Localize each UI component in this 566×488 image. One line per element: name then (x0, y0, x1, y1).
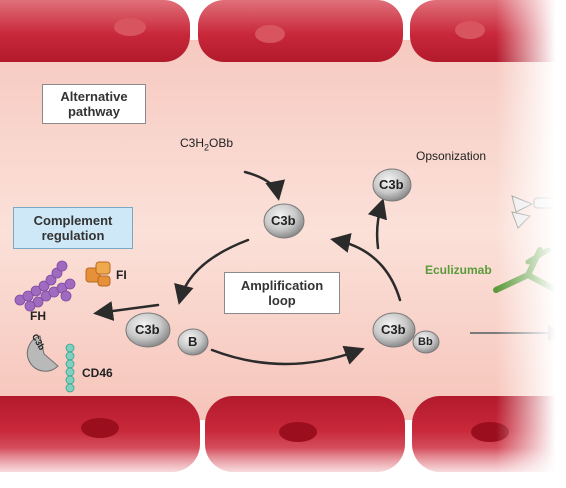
fh-label: FH (30, 309, 46, 323)
c3b-left-label: C3b (135, 322, 160, 337)
bottom-edge-fade (0, 448, 566, 488)
complement-regulation-line1: Complement (33, 213, 113, 228)
c3h2obb-suffix: OBb (209, 136, 234, 150)
arrow-c3b-to-fh (174, 238, 250, 305)
cd46-receptor-icon (26, 335, 75, 393)
factor-b-label: B (188, 334, 198, 349)
alternative-pathway-line2: pathway (67, 104, 120, 119)
c3b-right-label: C3b (381, 322, 406, 337)
bb-molecule (412, 330, 440, 354)
arrows (93, 170, 402, 366)
c3b-right-molecule (372, 312, 416, 348)
c3b-left-molecule (125, 312, 171, 348)
bb-label: Bb (418, 336, 433, 348)
arrow-input-to-c3b (243, 170, 286, 201)
cd46-label: CD46 (82, 366, 113, 380)
arrow-to-opsonization (367, 198, 387, 250)
c3b-opsonized-molecule (372, 168, 412, 202)
c3h2obb-label: C3H2OBb (180, 136, 233, 152)
amplification-loop-box: Amplification loop (224, 272, 340, 314)
complement-regulation-box: Complement regulation (13, 207, 133, 249)
alternative-pathway-box: Alternative pathway (42, 84, 146, 124)
alternative-pathway-line1: Alternative (60, 89, 128, 104)
fh-chain-icon (14, 260, 76, 312)
c3h2obb-subscript: 2 (204, 142, 210, 153)
factor-b-molecule (177, 328, 209, 356)
arrow-c3bb-to-c3bbb (210, 345, 365, 366)
opsonization-label: Opsonization (416, 149, 487, 163)
fi-enzyme-icon (85, 261, 111, 287)
c3b-center-molecule (263, 203, 305, 239)
fi-label: FI (116, 268, 127, 282)
right-edge-fade (496, 0, 566, 488)
amplification-loop-line2: loop (268, 293, 296, 308)
complement-regulation-line2: regulation (41, 228, 105, 243)
c3b-opsonized-label: C3b (379, 177, 404, 192)
arrow-loop-back (330, 233, 402, 302)
c3b-center-label: C3b (271, 213, 296, 228)
vessel-wall-top (0, 0, 566, 62)
arrow-to-regulators (93, 301, 160, 321)
c3h2obb-prefix: C3H (180, 136, 205, 150)
eculizumab-label: Eculizumab (425, 263, 492, 277)
amplification-loop-line1: Amplification (240, 278, 324, 293)
